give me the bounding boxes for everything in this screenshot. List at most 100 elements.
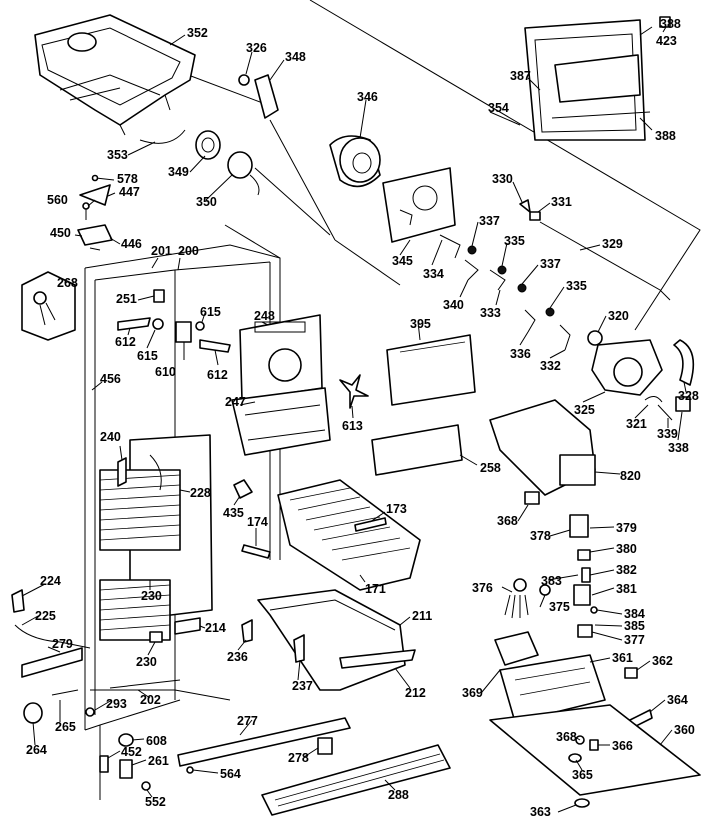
screw-578 — [91, 174, 115, 182]
label-435: 435 — [223, 506, 244, 520]
label-261: 261 — [148, 754, 169, 768]
label-363: 363 — [530, 805, 551, 817]
wire-basket-171 — [277, 479, 421, 591]
clip-339 — [657, 404, 673, 421]
label-369: 369 — [462, 686, 483, 700]
label-613: 613 — [342, 419, 363, 433]
auger-nut-349 — [195, 130, 221, 160]
auger-motor-346 — [329, 135, 381, 188]
label-360: 360 — [674, 723, 695, 737]
leader-lines — [21, 26, 687, 813]
label-237: 237 — [292, 679, 313, 693]
label-340: 340 — [443, 298, 464, 312]
clip-423 — [659, 16, 671, 28]
label-368a: 368 — [497, 514, 518, 528]
spring-224 — [11, 589, 25, 613]
label-330: 330 — [492, 172, 513, 186]
label-350: 350 — [196, 195, 217, 209]
grille-288 — [261, 744, 451, 816]
clip-331 — [529, 211, 541, 221]
label-214: 214 — [205, 621, 226, 635]
label-211: 211 — [412, 609, 432, 623]
label-578: 578 — [117, 172, 138, 186]
bracket-452 — [99, 755, 109, 773]
label-174: 174 — [247, 515, 268, 529]
label-395: 395 — [410, 317, 431, 331]
clip-368 — [524, 491, 540, 505]
label-251: 251 — [116, 292, 137, 306]
cap-435 — [233, 479, 253, 499]
label-388a: 388 — [660, 17, 681, 31]
label-348: 348 — [285, 50, 306, 64]
bracket-348 — [254, 74, 279, 119]
label-375: 375 — [549, 600, 570, 614]
heater-174 — [241, 544, 271, 559]
label-450: 450 — [50, 226, 71, 240]
label-332: 332 — [540, 359, 561, 373]
clip-321 — [644, 396, 663, 403]
rail-277 — [177, 717, 351, 767]
label-202: 202 — [140, 693, 161, 707]
label-365: 365 — [572, 768, 593, 782]
label-247: 247 — [225, 395, 246, 409]
label-447: 447 — [119, 185, 140, 199]
label-277: 277 — [237, 714, 258, 728]
label-224: 224 — [40, 574, 61, 588]
label-230a: 230 — [141, 589, 162, 603]
label-171: 171 — [365, 582, 386, 596]
label-377: 377 — [624, 633, 645, 647]
gear-320 — [587, 330, 603, 346]
label-610: 610 — [155, 365, 176, 379]
auger-350 — [227, 151, 331, 236]
label-201: 201 — [151, 244, 172, 258]
pin-265 — [51, 689, 79, 696]
label-387: 387 — [510, 69, 531, 83]
label-456: 456 — [100, 372, 121, 386]
label-173: 173 — [386, 502, 407, 516]
label-385: 385 — [624, 619, 645, 633]
label-361: 361 — [612, 651, 633, 665]
label-376: 376 — [472, 581, 493, 595]
label-200: 200 — [178, 244, 199, 258]
label-564: 564 — [220, 767, 241, 781]
label-381: 381 — [616, 582, 637, 596]
label-329: 329 — [602, 237, 623, 251]
damper-610 — [175, 321, 192, 343]
label-212: 212 — [405, 686, 426, 700]
label-446: 446 — [121, 237, 142, 251]
rail-279 — [21, 647, 83, 678]
label-612b: 612 — [207, 368, 228, 382]
label-240: 240 — [100, 430, 121, 444]
screw-564 — [186, 766, 194, 774]
label-364: 364 — [667, 693, 688, 707]
thermostat-268 — [21, 271, 76, 341]
label-452: 452 — [121, 745, 142, 759]
label-423: 423 — [656, 34, 677, 48]
heater-225 — [14, 624, 91, 649]
label-268: 268 — [57, 276, 78, 290]
label-331: 331 — [551, 195, 572, 209]
label-258: 258 — [480, 461, 501, 475]
cover-258 — [371, 424, 463, 476]
label-334: 334 — [423, 267, 444, 281]
screw-293 — [85, 707, 95, 717]
arm-328 — [673, 339, 695, 386]
label-368b: 368 — [556, 730, 577, 744]
label-615b: 615 — [137, 349, 158, 363]
label-384: 384 — [624, 607, 645, 621]
ice-maker-325 — [591, 339, 663, 396]
frame-202 — [109, 679, 181, 689]
air-duct-247 — [231, 387, 331, 456]
drain-pan-214 — [174, 617, 201, 635]
label-338: 338 — [668, 441, 689, 455]
label-278: 278 — [288, 751, 309, 765]
label-335b: 335 — [566, 279, 587, 293]
clip-447 — [79, 184, 111, 206]
evaporator-228 — [99, 434, 213, 641]
guide-237 — [293, 634, 305, 663]
fan-blade-613 — [339, 374, 369, 409]
clip-330 — [519, 199, 531, 213]
label-346: 346 — [357, 90, 378, 104]
label-335a: 335 — [504, 234, 525, 248]
